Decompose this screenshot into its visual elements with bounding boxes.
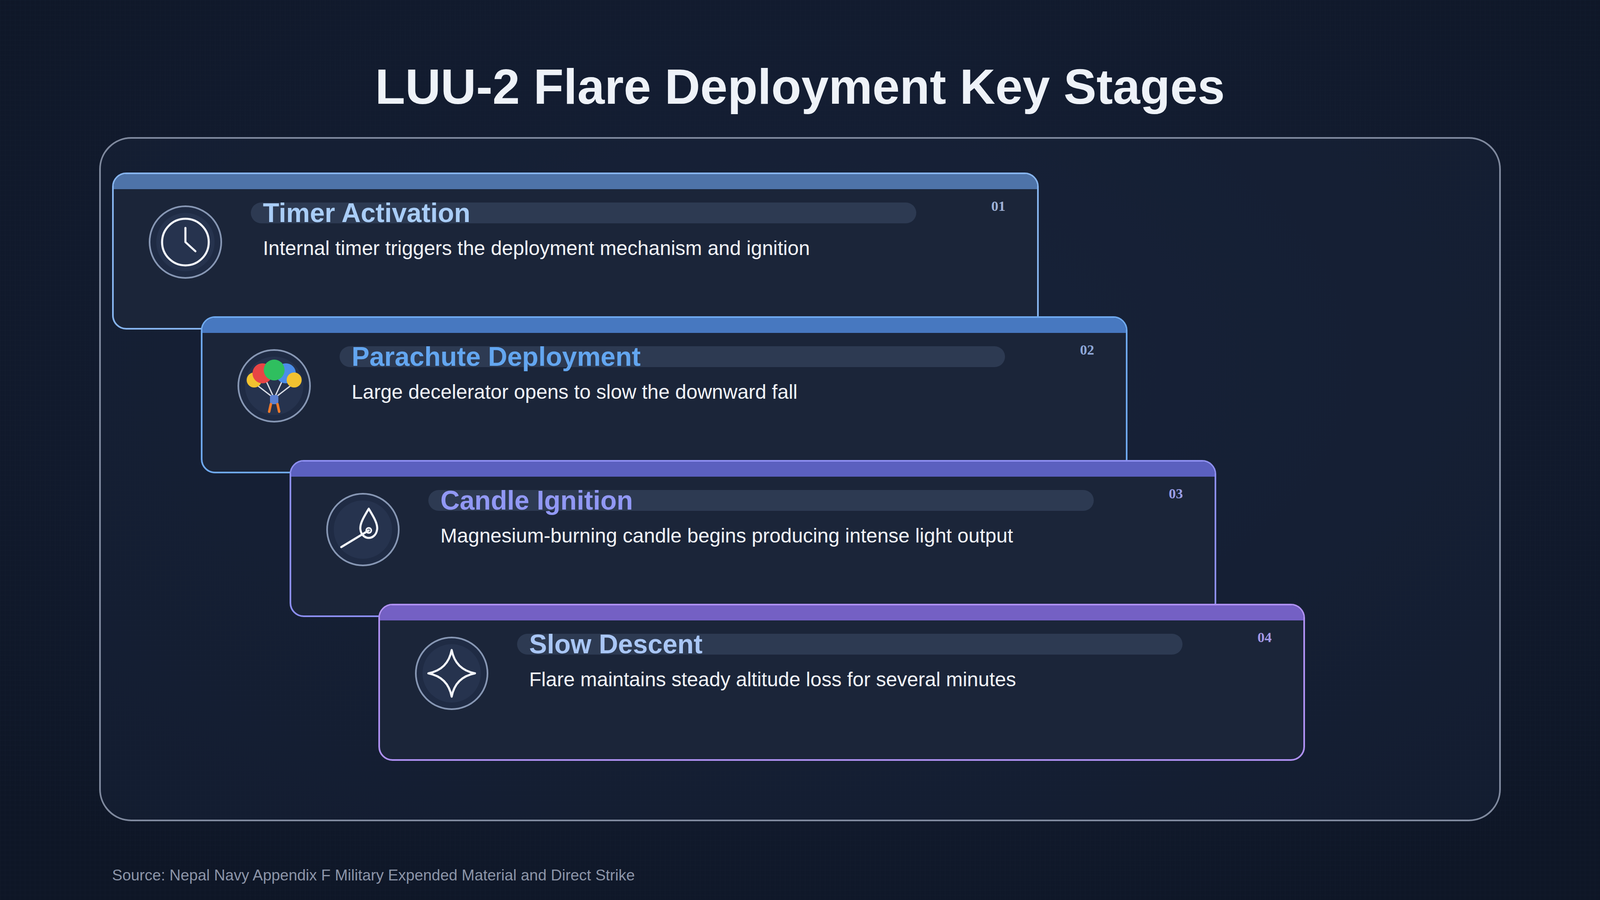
stage-heading: Parachute Deployment — [351, 341, 641, 373]
parachute-canopy — [263, 359, 285, 381]
stage-card: Candle IgnitionMagnesium-burning candle … — [289, 460, 1217, 618]
icon-disc — [156, 212, 215, 272]
icon-ring — [327, 493, 399, 566]
parachutist — [270, 395, 279, 405]
step-number: 04 — [1257, 629, 1272, 646]
clock-hands — [185, 227, 196, 252]
icon-disc — [333, 500, 393, 559]
stage-description: Large decelerator opens to slow the down… — [351, 380, 798, 404]
stage-description: Magnesium-burning candle begins producin… — [440, 524, 1013, 548]
icon-ring — [415, 637, 488, 710]
stage-icon — [230, 342, 318, 430]
stage-description: Flare maintains steady altitude loss for… — [529, 667, 1017, 691]
stage-heading: Slow Descent — [529, 628, 703, 660]
card-top-band — [380, 605, 1304, 621]
stage-description: Internal timer triggers the deployment m… — [262, 236, 810, 260]
card-top-band — [291, 461, 1215, 477]
card-top-band — [202, 317, 1126, 333]
icon-disc — [245, 356, 304, 415]
stage-card: Slow DescentFlare maintains steady altit… — [378, 603, 1305, 761]
stage-icon — [319, 485, 407, 574]
match-stick — [341, 530, 369, 548]
stage-icon — [141, 198, 230, 286]
flame-core — [366, 527, 372, 533]
stage-heading: Candle Ignition — [440, 485, 633, 516]
card-top-band — [113, 174, 1038, 190]
parachute-canopy — [286, 372, 302, 388]
diagram-title: LUU-2 Flare Deployment Key Stages — [0, 58, 1600, 115]
icon-ring — [149, 206, 222, 278]
stage-icon — [407, 629, 496, 718]
icon-disc — [422, 644, 481, 703]
sparkle-star — [428, 650, 475, 697]
stage-heading: Timer Activation — [262, 197, 471, 229]
step-number: 03 — [1168, 485, 1183, 502]
stage-card: Parachute DeploymentLarge decelerator op… — [200, 316, 1128, 474]
clock-face — [162, 218, 209, 266]
icon-ring — [238, 350, 310, 422]
flame — [360, 508, 378, 538]
stage-card: Timer ActivationInternal timer triggers … — [112, 172, 1039, 330]
step-number: 01 — [991, 198, 1006, 215]
source-caption: Source: Nepal Navy Appendix F Military E… — [112, 866, 635, 885]
outer-panel — [100, 137, 1500, 821]
parachutist-legs — [269, 404, 280, 412]
step-number: 02 — [1080, 342, 1095, 358]
